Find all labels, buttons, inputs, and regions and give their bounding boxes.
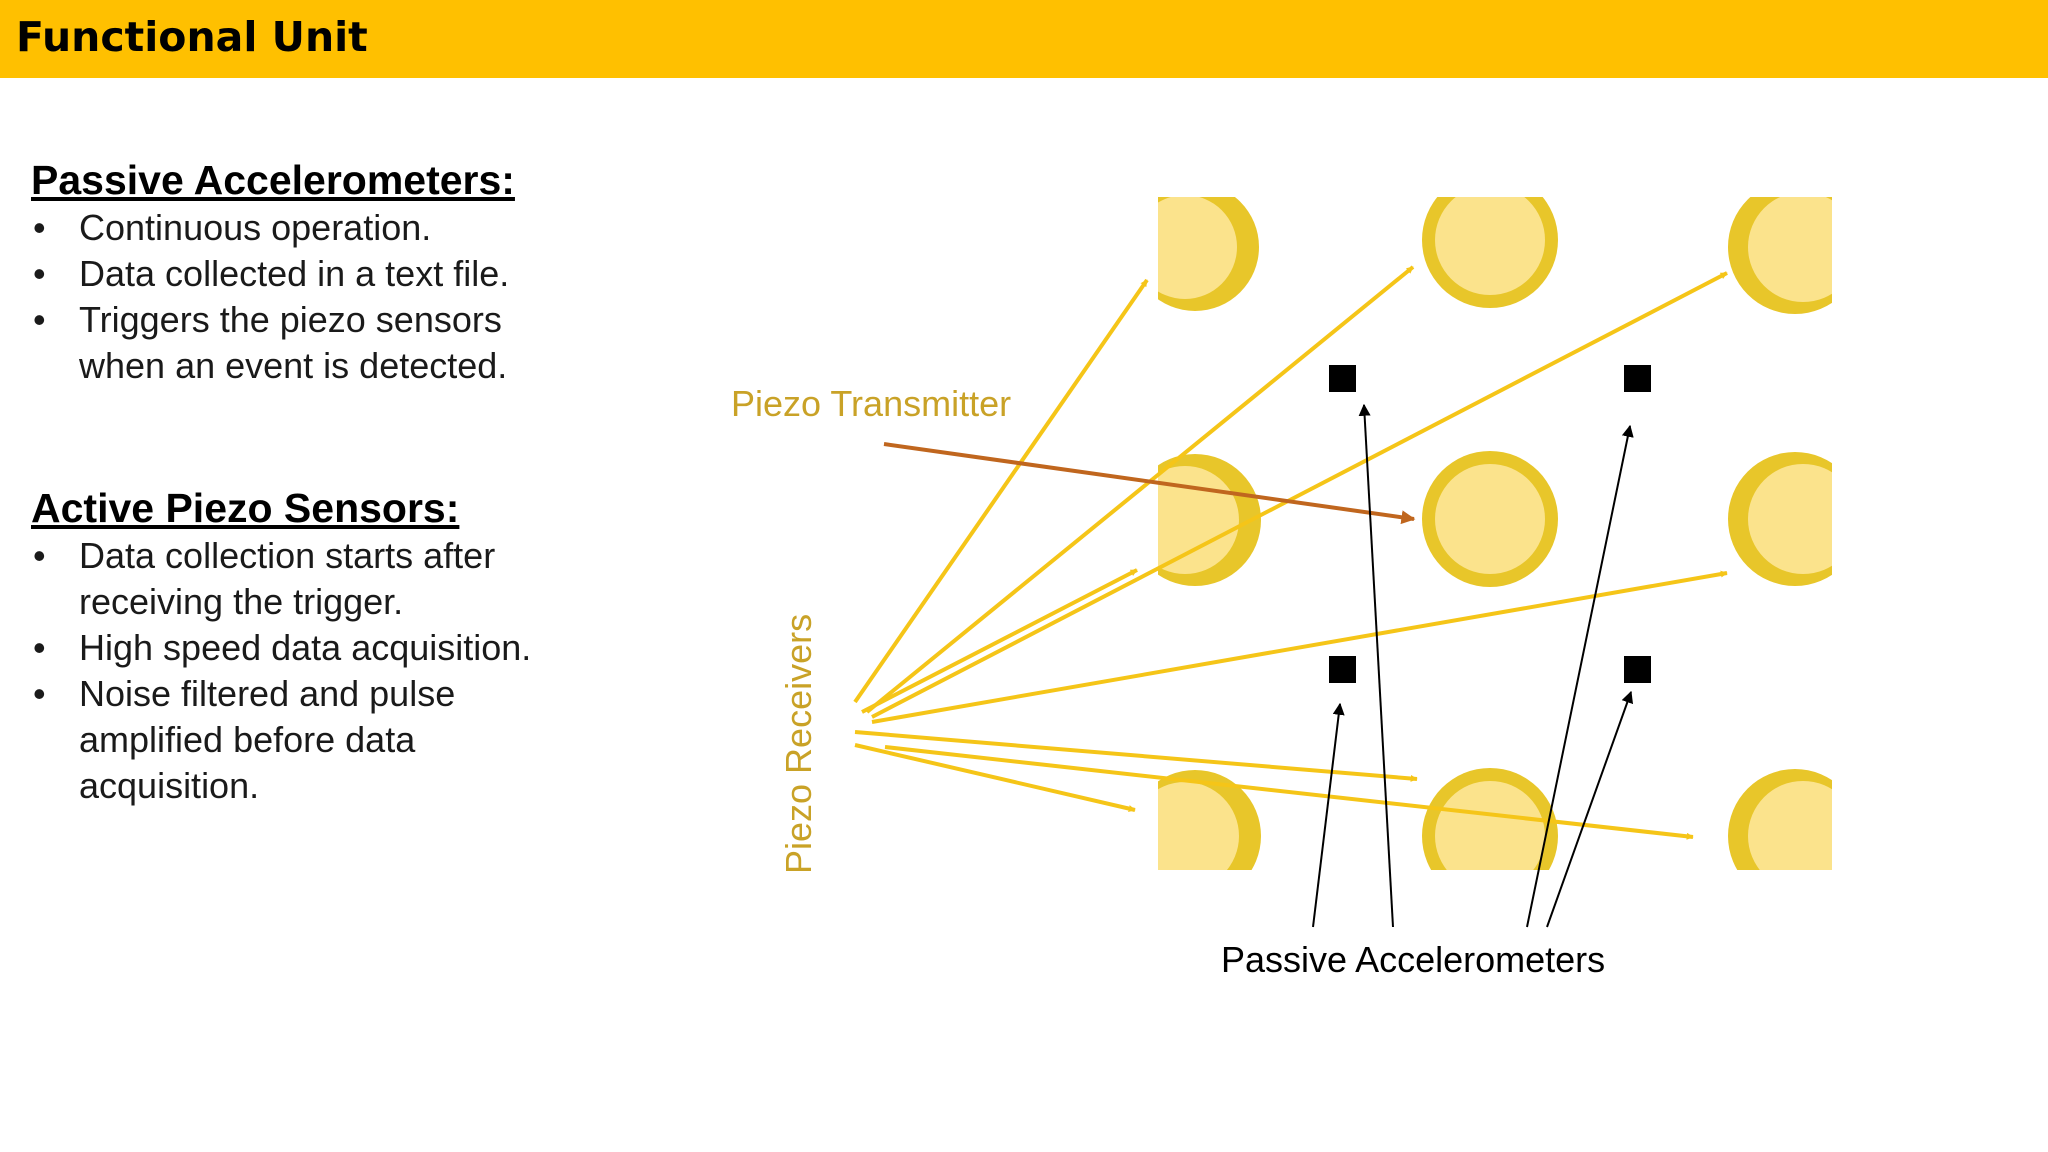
bullet-text: Triggers the piezo sensors when an event…	[79, 299, 508, 386]
bullet-icon: •	[33, 253, 46, 294]
bullet-icon: •	[33, 535, 46, 576]
accelerometer-pointer-arrow	[1358, 403, 1394, 928]
list-item: • Noise filtered and pulse amplified befo…	[31, 671, 591, 809]
piezo-transmitter-label: Piezo Transmitter	[731, 383, 1011, 424]
piezo-sensor-disc	[1422, 451, 1558, 587]
accelerometer-pointer-arrow	[1526, 424, 1634, 928]
piezo-sensor-disc	[1158, 454, 1261, 586]
list-item: • Data collected in a text file.	[31, 251, 591, 297]
accelerometer-pointers	[1312, 403, 1634, 928]
active-piezo-list: • Data collection starts after receiving …	[31, 533, 591, 809]
piezo-sensor-disc	[1422, 768, 1558, 870]
list-item: • Data collection starts after receiving …	[31, 533, 591, 625]
passive-accelerometer	[1624, 656, 1651, 683]
receiver-arrow	[871, 271, 1728, 719]
passive-accelerometers-label: Passive Accelerometers	[1221, 939, 1605, 980]
title-bar: Functional Unit	[0, 0, 2048, 78]
active-piezo-section: Active Piezo Sensors: • Data collection s…	[31, 483, 591, 809]
bullet-text: Noise filtered and pulse amplified befor…	[79, 673, 456, 806]
piezo-sensor-disc	[1158, 770, 1261, 870]
receiver-arrow	[871, 570, 1728, 724]
accelerometer-pointer-arrow	[1312, 702, 1345, 928]
bullet-icon: •	[33, 207, 46, 248]
piezo-sensor-disc	[1422, 197, 1558, 308]
list-item: • Triggers the piezo sensors when an even…	[31, 297, 591, 389]
bullet-text: High speed data acquisition.	[79, 627, 532, 668]
active-piezo-heading: Active Piezo Sensors:	[31, 485, 460, 531]
list-item: • High speed data acquisition.	[31, 625, 591, 671]
passive-accelerometers-section: Passive Accelerometers: • Continuous oper…	[31, 155, 591, 389]
passive-accelerometer	[1329, 365, 1356, 392]
bullet-text: Data collection starts after receiving t…	[79, 535, 496, 622]
list-item: • Continuous operation.	[31, 205, 591, 251]
transmitter-arrow	[883, 442, 1416, 525]
piezo-sensor-disc	[1728, 197, 1832, 314]
piezo-sensor-grid	[1158, 197, 1832, 870]
bullet-text: Continuous operation.	[79, 207, 432, 248]
passive-accelerometers-list: • Continuous operation. • Data collected i…	[31, 205, 591, 389]
passive-accelerometers-heading: Passive Accelerometers:	[31, 157, 515, 203]
bullet-icon: •	[33, 627, 46, 668]
passive-accelerometer	[1624, 365, 1651, 392]
receiver-arrow	[854, 730, 1418, 782]
receiver-arrow	[865, 265, 1415, 714]
piezo-sensor-disc	[1158, 197, 1259, 311]
bullet-icon: •	[33, 299, 46, 340]
piezo-sensor-disc	[1728, 769, 1832, 870]
bullet-text: Data collected in a text file.	[79, 253, 510, 294]
piezo-receivers-label: Piezo Receivers	[778, 614, 819, 874]
receiver-arrow	[884, 745, 1694, 840]
bullet-icon: •	[33, 673, 46, 714]
receiver-arrow	[853, 278, 1149, 704]
receiver-arrow	[854, 743, 1136, 812]
passive-accelerometer	[1329, 656, 1356, 683]
receiver-arrows	[853, 265, 1728, 840]
piezo-sensor-disc	[1728, 452, 1832, 586]
slide-title: Functional Unit	[16, 13, 368, 61]
accelerometer-pointer-arrow	[1546, 690, 1634, 928]
receiver-arrow	[861, 568, 1138, 714]
